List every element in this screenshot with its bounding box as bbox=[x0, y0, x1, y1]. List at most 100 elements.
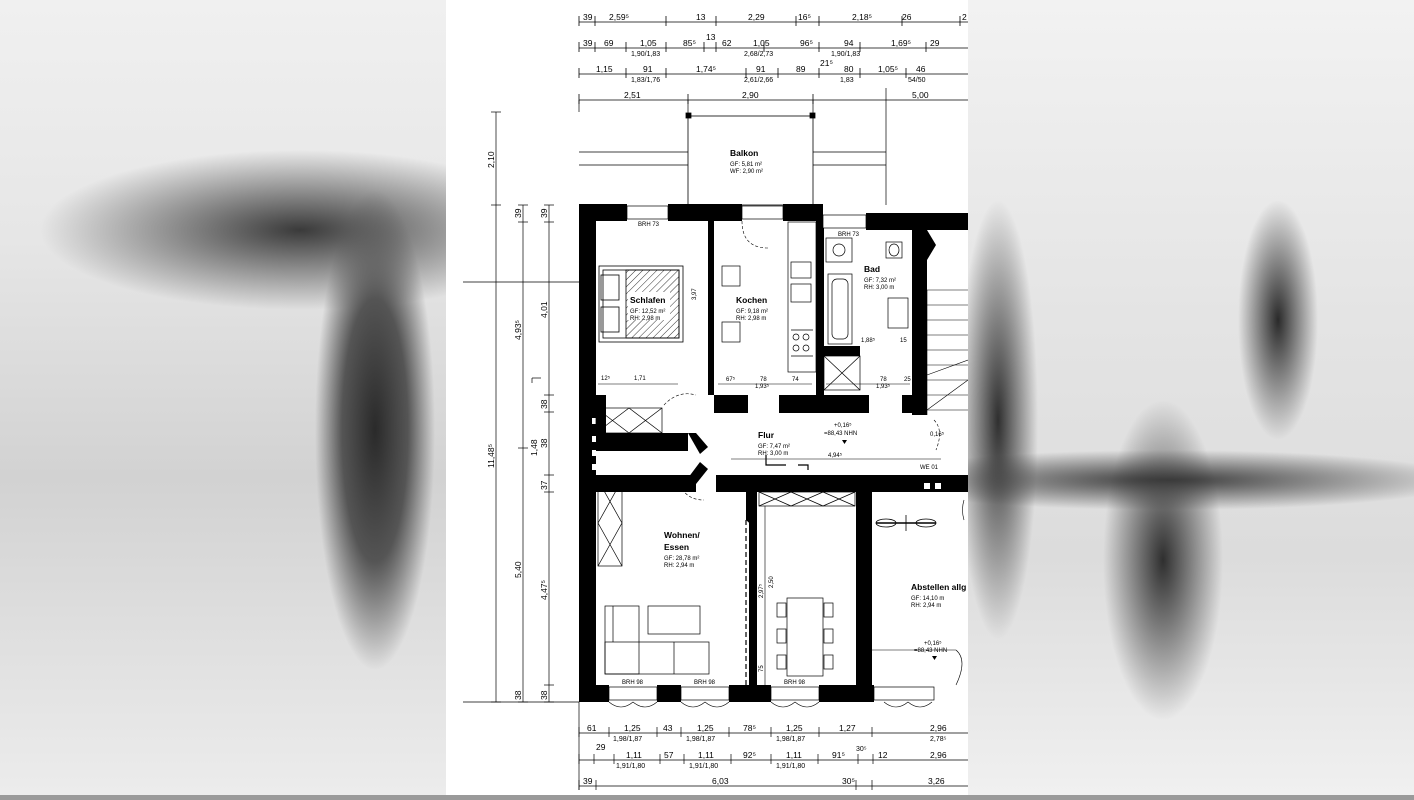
dim-bottom-2: 1,11 bbox=[786, 750, 802, 760]
blurred-background-left bbox=[0, 0, 446, 795]
dim-bottom-1: 78⁵ bbox=[743, 723, 756, 733]
dim-left-inner: 4,47⁵ bbox=[539, 580, 549, 600]
dim-top-3: 91 bbox=[643, 64, 653, 74]
door-arcs bbox=[663, 220, 940, 501]
dim-top-3: 1,05⁵ bbox=[878, 64, 898, 74]
diagonal-walls bbox=[688, 433, 757, 530]
brh-label: BRH 98 bbox=[694, 680, 716, 686]
dim-bottom-1: 43 bbox=[663, 723, 673, 733]
dim-top-2: 1,69⁵ bbox=[891, 38, 911, 48]
kitchen-furniture bbox=[721, 221, 817, 373]
window-arcs bbox=[608, 701, 933, 708]
wardrobe-schlafen bbox=[595, 407, 663, 434]
dim-bottom-2: 2,96 bbox=[930, 750, 947, 760]
dim-top-2-sub: 1,90/1,83 bbox=[831, 51, 860, 58]
inner-dim: 1,93⁵ bbox=[755, 383, 770, 390]
inner-dim: 1,71 bbox=[634, 376, 646, 382]
dim-top-3-sub: 1,83/1,76 bbox=[631, 77, 660, 84]
inner-dim: 4,94⁵ bbox=[828, 452, 843, 459]
dim-left-inner: 37 bbox=[539, 480, 549, 490]
wohnen-title-2: Essen bbox=[664, 542, 689, 552]
bad-rh: RH: 3,00 m bbox=[864, 285, 894, 291]
dim-left-mid: 5,40 bbox=[513, 561, 523, 578]
abstellen-rh: RH: 2,94 m bbox=[911, 603, 941, 609]
balkon-gf: GF: 5,81 m² bbox=[730, 162, 762, 168]
inner-dim: 1,88 bbox=[636, 480, 648, 486]
dim-top-3: 91 bbox=[756, 64, 766, 74]
abstellen-gf: GF: 14,10 m bbox=[911, 596, 944, 602]
dim-top-2: 1,05 bbox=[640, 38, 657, 48]
dim-left-inner: 39 bbox=[539, 208, 549, 218]
dim-left-mid: 39 bbox=[513, 208, 523, 218]
dim-top-1: 16⁵ bbox=[798, 12, 811, 22]
balkon-wf: WF: 2,90 m² bbox=[730, 169, 763, 175]
dim-bottom-2: 29 bbox=[596, 742, 606, 752]
dim-bottom-2: 92⁵ bbox=[743, 750, 756, 760]
dim-top-3-sub: 54/50 bbox=[908, 77, 926, 84]
dim-top-3: 1,15 bbox=[596, 64, 613, 74]
inner-dim: 78 bbox=[760, 377, 767, 383]
top-dimension-texts: 39 2,59⁵ 13 2,29 16⁵ 2,18⁵ 26 2 39 69 1,… bbox=[583, 12, 967, 100]
entry-markers bbox=[924, 483, 941, 489]
floor-plan-drawing: 39 2,59⁵ 13 2,29 16⁵ 2,18⁵ 26 2 39 69 1,… bbox=[463, 12, 969, 790]
floor-plan: 39 2,59⁵ 13 2,29 16⁵ 2,18⁵ 26 2 39 69 1,… bbox=[446, 0, 969, 795]
dim-top-2: 13 bbox=[706, 32, 716, 42]
inner-dim: 2,50 bbox=[769, 576, 775, 588]
dim-bottom-3: 6,03 bbox=[712, 776, 729, 786]
level-mark: +0,16⁵ bbox=[834, 422, 852, 429]
dim-bottom-1-sub: 2,78⁵ bbox=[930, 736, 947, 743]
inner-dim: 78 bbox=[880, 377, 887, 383]
left-dimension-texts: 2,10 11,48⁵ 39 4,93⁵ 5,40 39 4,01 38 38 … bbox=[486, 151, 549, 700]
schlafen-rh: RH: 2,98 m bbox=[630, 316, 660, 322]
dim-left-inner: 38 bbox=[539, 438, 549, 448]
inner-dim: 25 bbox=[904, 377, 911, 383]
stairs bbox=[926, 289, 969, 415]
dim-left-inner: 38 bbox=[539, 399, 549, 409]
dim-top-1: 2 bbox=[962, 12, 967, 22]
dim-top-3: 46 bbox=[916, 64, 926, 74]
dim-top-2-sub: 2,68/2,73 bbox=[744, 51, 773, 58]
dim-top-1: 2,59⁵ bbox=[609, 12, 629, 22]
level-mark: =88,43 NHN bbox=[914, 648, 947, 654]
dim-bottom-1-sub: 1,98/1,87 bbox=[776, 736, 805, 743]
inner-dim: 2,97⁵ bbox=[758, 583, 765, 598]
bad-gf: GF: 7,32 m² bbox=[864, 278, 896, 284]
schlafen-gf: GF: 12,52 m² bbox=[630, 309, 665, 315]
dim-bottom-3: 39 bbox=[583, 776, 593, 786]
dim-left-mid: 4,93⁵ bbox=[513, 320, 523, 340]
dim-top-2: 1,05 bbox=[753, 38, 770, 48]
dim-bottom-2: 91⁵ bbox=[832, 750, 845, 760]
inner-dim: 0,16⁵ bbox=[930, 431, 945, 438]
kochen-gf: GF: 9,18 m² bbox=[736, 309, 768, 315]
inner-dim: 3,97 bbox=[692, 288, 698, 300]
dim-top-3: 89 bbox=[796, 64, 806, 74]
bottom-dimension-lines bbox=[578, 702, 968, 790]
windows bbox=[608, 205, 935, 701]
dim-top-4: 5,00 bbox=[912, 90, 929, 100]
sofa bbox=[604, 605, 710, 675]
dim-top-3: 80 bbox=[844, 64, 854, 74]
dim-left-inner: 38 bbox=[539, 690, 549, 700]
dim-left-outer: 11,48⁵ bbox=[486, 444, 496, 468]
wall-markers bbox=[592, 418, 596, 470]
dim-bottom-1: 1,27 bbox=[839, 723, 856, 733]
inner-dim: 75 bbox=[759, 665, 765, 672]
level-triangle bbox=[842, 440, 847, 444]
flur-rh: RH: 3,00 m bbox=[758, 451, 788, 457]
bath-fixtures bbox=[823, 237, 909, 391]
dim-bottom-2: 12 bbox=[878, 750, 888, 760]
dim-bottom-1: 1,25 bbox=[697, 723, 714, 733]
dim-bottom-1-sub: 1,98/1,87 bbox=[686, 736, 715, 743]
dim-top-3: 21⁵ bbox=[820, 58, 833, 68]
top-dimension-ticks bbox=[578, 16, 961, 104]
bicycle bbox=[875, 515, 937, 531]
brh-label: BRH 73 bbox=[638, 222, 660, 228]
dim-top-2: 69 bbox=[604, 38, 614, 48]
dim-top-4: 2,51 bbox=[624, 90, 641, 100]
dim-bottom-2-sub: 30⁵ bbox=[856, 746, 867, 753]
dim-top-2: 62 bbox=[722, 38, 732, 48]
dim-bottom-3: 3,26 bbox=[928, 776, 945, 786]
dim-top-3-sub: 1,83 bbox=[840, 77, 854, 84]
brh-label: BRH 73 bbox=[838, 232, 860, 238]
dim-bottom-2: 57 bbox=[664, 750, 674, 760]
